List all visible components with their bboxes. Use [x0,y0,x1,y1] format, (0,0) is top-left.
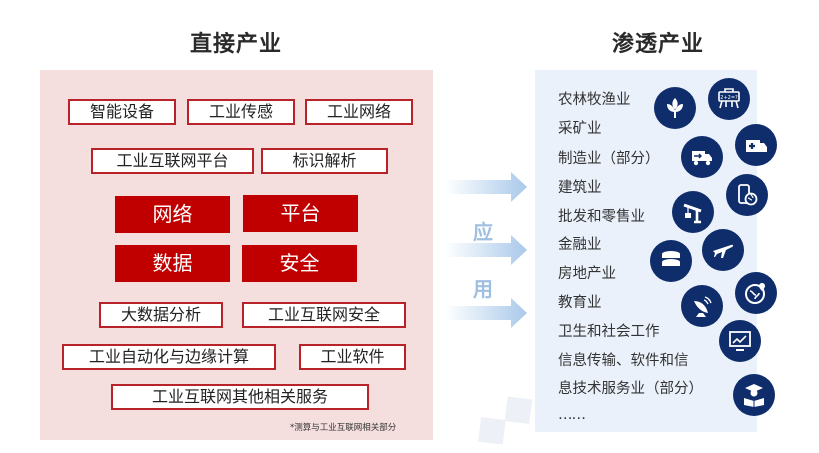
industry-construction: 建筑业 [558,180,602,196]
satellite-dish-icon [681,285,723,327]
industry-ellipsis: …… [558,407,586,423]
airplane-icon [702,229,744,271]
item-iiot-other-services: 工业互联网其他相关服务 [111,384,369,410]
item-industrial-sensing: 工业传感 [187,99,295,125]
core-security: 安全 [242,245,357,282]
coins-icon [650,240,692,282]
industry-wholesale-retail: 批发和零售业 [558,209,645,225]
globe-pin-icon [735,272,777,314]
industry-it-line-2: 息技术服务业（部分） [558,381,703,397]
crane-icon [672,191,714,233]
monitor-chart-icon [719,320,761,362]
wheat-icon [654,87,696,129]
industry-finance: 金融业 [558,237,602,253]
item-smart-devices: 智能设备 [68,99,176,125]
industry-manufacturing: 制造业（部分） [558,151,660,167]
industry-agriculture: 农林牧渔业 [558,92,631,108]
application-label-char-1: 应 [473,220,493,244]
item-industrial-network: 工业网络 [305,99,413,125]
industry-health-social-work: 卫生和社会工作 [558,324,660,340]
item-big-data-analytics: 大数据分析 [99,302,223,328]
core-platform: 平台 [243,195,358,232]
ambulance-icon [735,124,777,166]
graduate-reading-icon [733,374,775,416]
item-identifier-resolution: 标识解析 [261,148,388,174]
svg-text:2+2=?: 2+2=? [720,95,738,101]
item-automation-edge-computing: 工业自动化与边缘计算 [62,344,276,370]
industry-mining: 采矿业 [558,121,602,137]
arrow-right-icon [445,298,527,328]
blackboard-icon: 2+2=? [708,78,750,120]
direct-industry-panel [40,70,433,440]
arrow-right-icon [445,172,527,202]
core-data: 数据 [115,245,230,282]
penetration-industry-title: 渗透产业 [612,32,705,57]
direct-industry-title: 直接产业 [190,32,283,57]
footnote: *测算与工业互联网相关部分 [290,423,397,433]
item-iiot-platform: 工业互联网平台 [91,148,254,174]
industry-education: 教育业 [558,295,602,311]
application-label-char-2: 用 [473,277,493,301]
industry-real-estate: 房地产业 [558,266,616,282]
industry-it-line-1: 信息传输、软件和信 [558,353,689,369]
item-industrial-software: 工业软件 [299,344,406,370]
arrow-right-icon [445,235,527,265]
core-network: 网络 [115,196,230,233]
mobile-globe-icon [726,174,768,216]
delivery-truck-icon [681,136,723,178]
item-iiot-security: 工业互联网安全 [242,302,406,328]
